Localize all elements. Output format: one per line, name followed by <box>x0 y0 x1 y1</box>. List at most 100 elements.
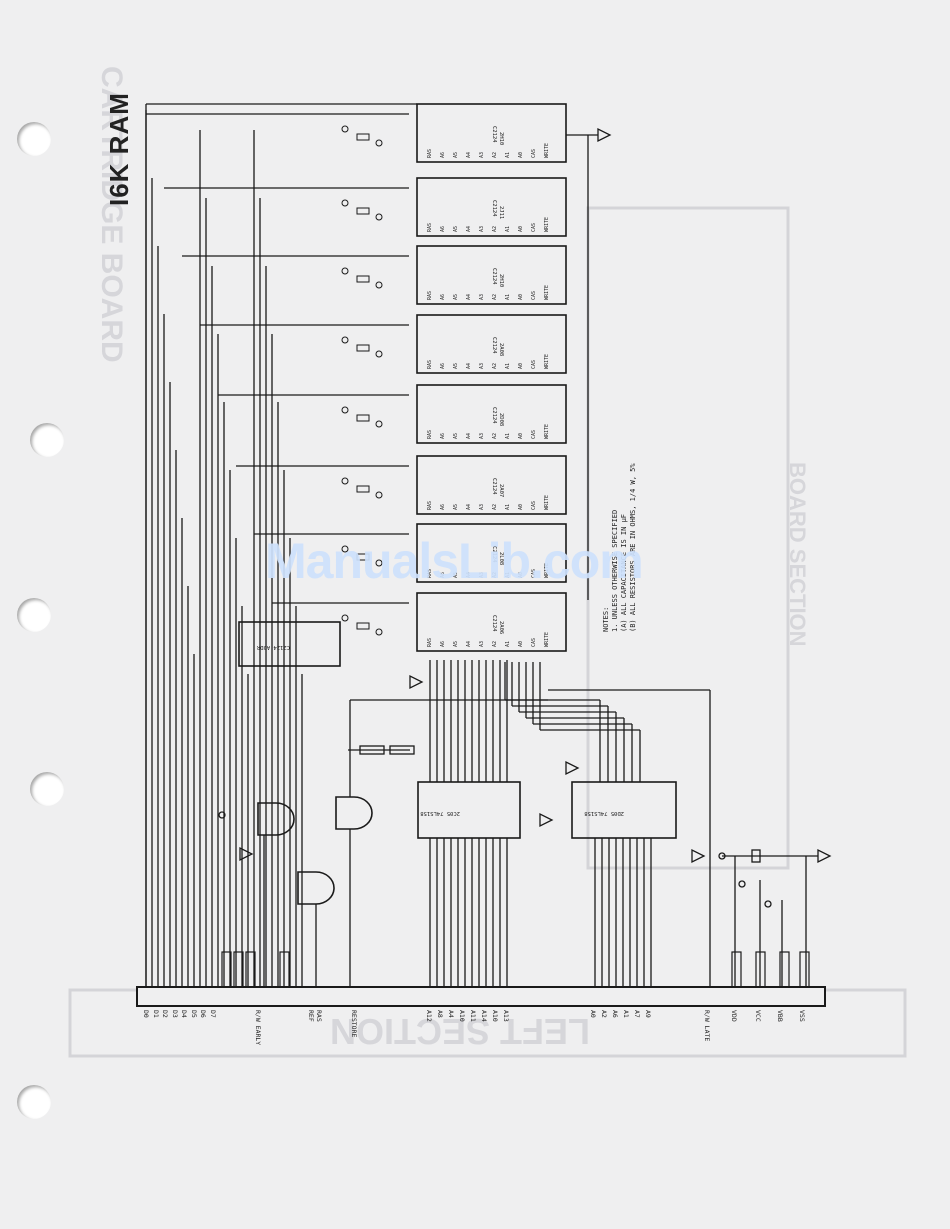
address-label: A1 <box>622 1010 630 1018</box>
binder-hole-4 <box>30 772 64 806</box>
connector-finger <box>221 951 232 988</box>
pin-label: A4 <box>466 433 472 439</box>
address-label: A12 <box>425 1010 433 1022</box>
pin-label: RAS <box>427 638 433 647</box>
power-node <box>764 900 772 908</box>
pin-label: A2 <box>492 433 498 439</box>
pin-label: A0 <box>518 363 524 369</box>
capacitor <box>356 133 370 141</box>
ram-chip-body <box>416 245 567 305</box>
binder-hole-2 <box>30 423 64 457</box>
chip-ref: 2A07 <box>498 484 504 497</box>
data-bus-label-d7: D7 <box>208 1010 217 1018</box>
gate-body <box>257 802 295 836</box>
capacitor <box>356 207 370 215</box>
power-node <box>341 199 349 207</box>
mux-ic-body <box>571 781 677 839</box>
pin-label: A0 <box>518 152 524 158</box>
data-bus-label-d3: D3 <box>170 1010 179 1018</box>
signal-label-right: VCC <box>754 1010 762 1022</box>
capacitor <box>356 275 370 283</box>
power-node <box>375 281 383 289</box>
pin-label: CAS <box>531 430 537 439</box>
pin-label: A6 <box>440 294 446 300</box>
power-node <box>341 336 349 344</box>
pin-label: CAS <box>531 569 537 578</box>
chip-ref: 2H10 <box>498 132 504 145</box>
pin-label: A3 <box>479 363 485 369</box>
watermark: ManualsLib.com <box>265 533 644 589</box>
power-node <box>718 852 726 860</box>
chip-part: C2124 <box>491 200 497 217</box>
buffer-ic-body <box>238 621 341 667</box>
address-label: A13 <box>502 1010 510 1022</box>
power-node <box>218 811 226 819</box>
connector-finger <box>731 951 742 988</box>
data-bus-label-d0: D0 <box>142 1010 150 1018</box>
chip-part: C2124 <box>491 478 497 495</box>
power-node <box>375 350 383 358</box>
address-label: A2 <box>600 1010 608 1018</box>
ground-arrow <box>691 848 706 864</box>
mux-label: 2C05 74LS158 <box>420 810 460 816</box>
pin-label: A5 <box>453 152 459 158</box>
power-node <box>375 139 383 147</box>
power-node <box>738 880 746 888</box>
pin-label: WRITE <box>544 632 550 647</box>
pin-label: A6 <box>440 433 446 439</box>
power-node <box>341 267 349 275</box>
chip-part: C2124 <box>491 407 497 424</box>
address-label: A9 <box>644 1010 652 1018</box>
nand-gate-3 <box>297 871 335 905</box>
diagram-title: I6K RAM <box>104 92 134 206</box>
output-arrow <box>597 127 612 143</box>
pin-label: WRITE <box>544 285 550 300</box>
pin-label: A0 <box>518 572 524 578</box>
pin-label: A0 <box>518 226 524 232</box>
pin-label: A1 <box>505 504 511 510</box>
data-bus-label-d4: D4 <box>180 1010 188 1018</box>
chip-part: C2124 <box>491 615 497 632</box>
ram-chip-body <box>416 314 567 374</box>
pin-label: A1 <box>505 641 511 647</box>
address-label: A7 <box>633 1010 641 1018</box>
pin-label: A6 <box>440 504 446 510</box>
edge-connector <box>136 986 826 1007</box>
pin-label: RAS <box>427 291 433 300</box>
pin-label: WRITE <box>544 354 550 369</box>
ground-arrow <box>409 674 424 690</box>
pin-label: A5 <box>453 226 459 232</box>
pin-label: A5 <box>453 294 459 300</box>
binder-hole-3 <box>17 598 51 632</box>
ram-chip-body <box>416 523 567 583</box>
pin-label: A3 <box>479 572 485 578</box>
data-bus-label-d1: D1 <box>151 1010 160 1018</box>
pin-label: RAS <box>427 149 433 158</box>
pin-label: A0 <box>518 433 524 439</box>
pin-label: A1 <box>505 363 511 369</box>
connector-finger <box>279 951 290 988</box>
pin-label: CAS <box>531 223 537 232</box>
power-node <box>341 125 349 133</box>
pin-label: WRITE <box>544 495 550 510</box>
power-node <box>375 213 383 221</box>
power-node <box>341 545 349 553</box>
pin-label: A3 <box>479 504 485 510</box>
signal-label-right: VBB <box>776 1010 784 1022</box>
address-label: A8 <box>436 1010 444 1018</box>
pin-label: A2 <box>492 294 498 300</box>
buffer-ic: C2124 ADDR <box>238 621 341 667</box>
pin-label: A4 <box>466 572 472 578</box>
ram-chip-body <box>416 455 567 515</box>
pin-label: WRITE <box>544 143 550 158</box>
connector-finger <box>245 951 256 988</box>
chip-part: C2124 <box>491 546 497 563</box>
pin-label: A1 <box>505 226 511 232</box>
chip-ref: 2L08 <box>498 552 504 565</box>
pin-label: WRITE <box>544 217 550 232</box>
pin-label: A3 <box>479 152 485 158</box>
